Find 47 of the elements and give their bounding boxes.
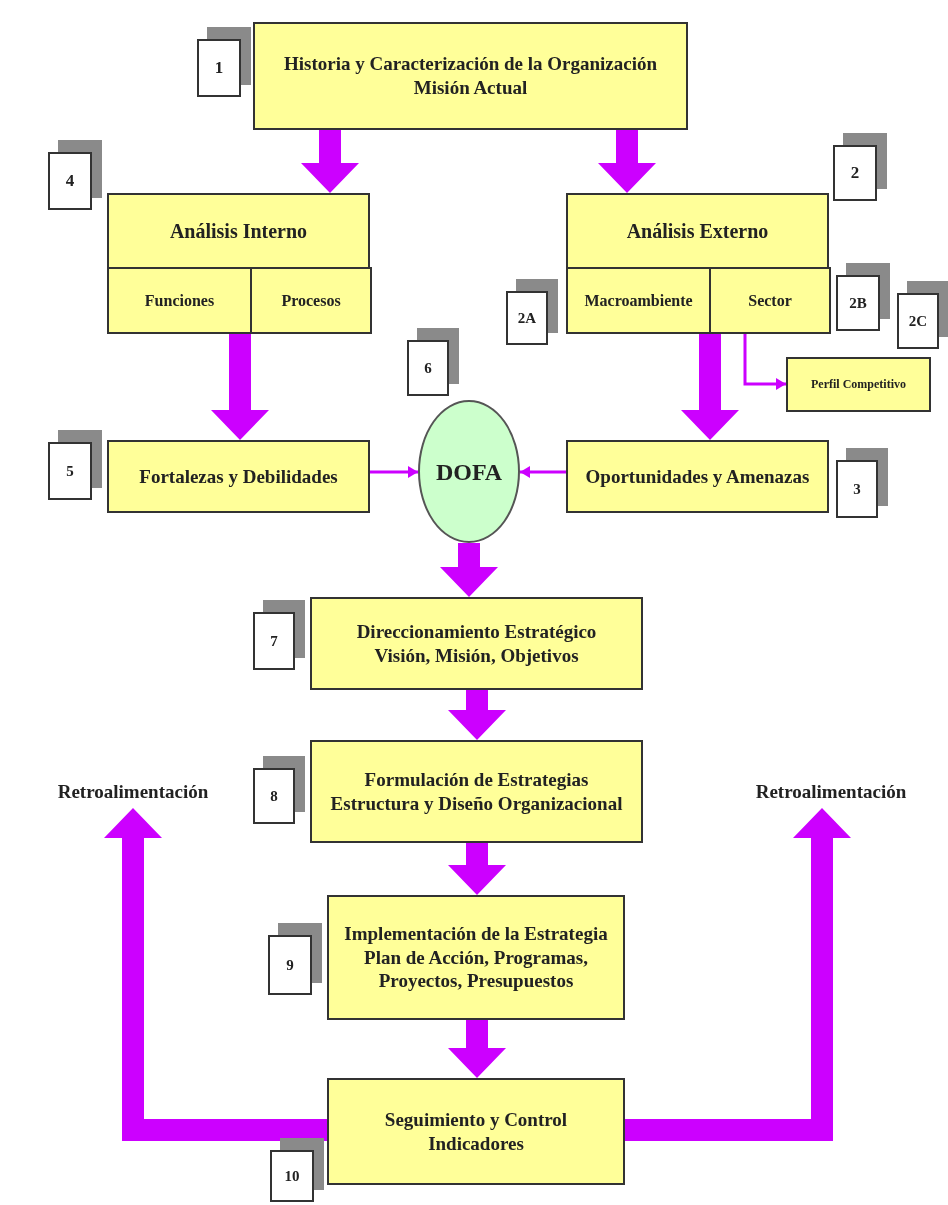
process-box: [107, 440, 370, 513]
node-heading: Análisis Interno: [169, 218, 308, 244]
node-heading: Implementación de la Estrategia: [344, 921, 608, 946]
arrow: [104, 808, 327, 1141]
node-subtitle: Misión Actual: [413, 76, 528, 100]
process-box: [786, 357, 931, 412]
process-box: [250, 267, 372, 334]
arrow: [520, 466, 566, 478]
node-heading: Seguimiento y Control: [384, 1107, 568, 1132]
process-box: [310, 597, 643, 690]
arrow: [440, 543, 498, 597]
node-heading: Oportunidades y Amenazas: [585, 464, 810, 489]
node-heading: Sector: [748, 290, 792, 311]
process-box: [709, 267, 831, 334]
node-heading: Historia y Caracterización de la Organización: [283, 52, 658, 76]
arrow: [448, 843, 506, 895]
arrow: [743, 334, 786, 390]
node-heading: Análisis Externo: [626, 218, 769, 244]
node-subtitle: Indicadores: [428, 1131, 524, 1156]
process-box: [327, 895, 625, 1020]
node-heading: Macroambiente: [584, 290, 693, 311]
node-heading: Formulación de Estrategias: [364, 767, 589, 792]
node-subtitle: Estructura y Diseño Organizacional: [330, 791, 623, 816]
node-heading: Funciones: [144, 290, 215, 311]
feedback-label: Retroalimentación: [736, 776, 926, 808]
arrow: [598, 130, 656, 193]
process-box: [107, 193, 370, 334]
node-heading: Fortalezas y Debilidades: [139, 464, 338, 489]
feedback-label: Retroalimentación: [38, 776, 228, 808]
node-heading: Direccionamiento Estratégico: [356, 619, 597, 644]
node-subtitle: Plan de Acción, Programas, Proyectos, Presupuestos: [363, 945, 589, 994]
process-box: [310, 740, 643, 843]
node-heading: DOFA: [435, 457, 503, 487]
arrow: [211, 334, 269, 440]
arrow: [625, 808, 851, 1141]
arrow: [681, 334, 739, 440]
node-heading: Procesos: [281, 290, 341, 311]
arrow: [448, 690, 506, 740]
node-subtitle: Visión, Misión, Objetivos: [374, 643, 579, 668]
node-heading: Perfil Competitivo: [811, 377, 906, 392]
process-box: [566, 440, 829, 513]
process-box: [253, 22, 688, 130]
arrow: [301, 130, 359, 193]
arrow: [448, 1020, 506, 1078]
arrow: [370, 466, 418, 478]
process-box: [566, 193, 829, 334]
process-box: [327, 1078, 625, 1185]
